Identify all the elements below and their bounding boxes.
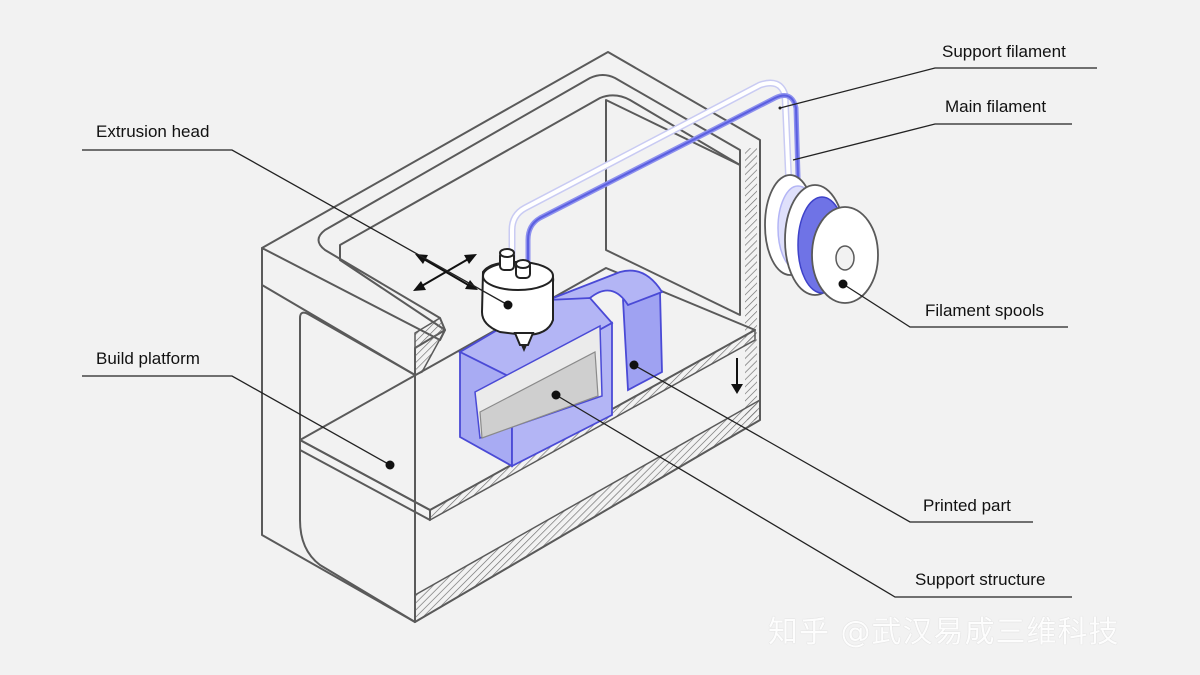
spool-hub: [835, 245, 855, 271]
leader-main-filament: [792, 123, 1072, 161]
label-support-structure: Support structure: [915, 570, 1046, 589]
main-filament-core: [527, 94, 801, 266]
head-nozzle-tip: [513, 332, 535, 346]
printed-part-shape: [458, 269, 664, 468]
support-filament-core: [510, 81, 792, 260]
head-nozzle-left-cap: [499, 248, 515, 258]
label-support-filament: Support filament: [942, 42, 1066, 61]
leader-build-platform-dot: [385, 460, 395, 470]
filament-tubes: [508, 79, 803, 268]
part-back-wall: [622, 290, 663, 392]
leader-extrusion-head-dot: [503, 300, 513, 310]
frame-back-wall: [605, 99, 741, 316]
label-printed-part: Printed part: [923, 496, 1011, 515]
support-structure-shape: [479, 351, 599, 439]
leader-lines: [82, 67, 1097, 598]
filament-spools-shape: [764, 174, 879, 304]
leader-printed-part: [633, 364, 1033, 523]
watermark: 知乎 @武汉易成三维科技: [768, 615, 1120, 650]
leader-build-platform: [82, 375, 391, 466]
motion-arrow-diag-b-head2: [464, 254, 477, 264]
frame-top-rim: [317, 74, 741, 331]
leader-filament-spools-dot: [838, 279, 848, 289]
leader-support-structure-dot: [551, 390, 561, 400]
extrusion-head-shape: [413, 248, 555, 352]
label-filament-spools: Filament spools: [925, 301, 1045, 320]
leader-printed-part-dot: [629, 360, 639, 370]
head-nozzle-right-cap: [515, 259, 531, 269]
leader-support-filament-dot: [778, 106, 782, 110]
frame-cut-edge-right: [745, 148, 757, 420]
build-platform-edge: [299, 439, 431, 521]
motion-arrow-diag-a-head1: [415, 254, 428, 264]
leader-support-structure: [555, 394, 1072, 598]
printer-frame: [261, 51, 761, 624]
leader-extrusion-head: [82, 149, 509, 306]
leader-support-filament: [779, 67, 1097, 109]
motion-arrow-diag-b-head1: [413, 281, 426, 291]
platform-down-arrow-head: [731, 384, 743, 394]
leader-filament-spools: [842, 283, 1068, 328]
frame-bottom-return: [299, 311, 416, 623]
motion-arrow-diag-b: [419, 257, 471, 288]
frame-cut-edge-bottom: [414, 398, 761, 624]
frame-cut-edge-top: [414, 316, 446, 377]
label-extrusion-head: Extrusion head: [96, 122, 210, 141]
head-nozzle-point: [521, 345, 527, 352]
label-build-platform: Build platform: [96, 349, 200, 368]
label-main-filament: Main filament: [945, 97, 1047, 116]
